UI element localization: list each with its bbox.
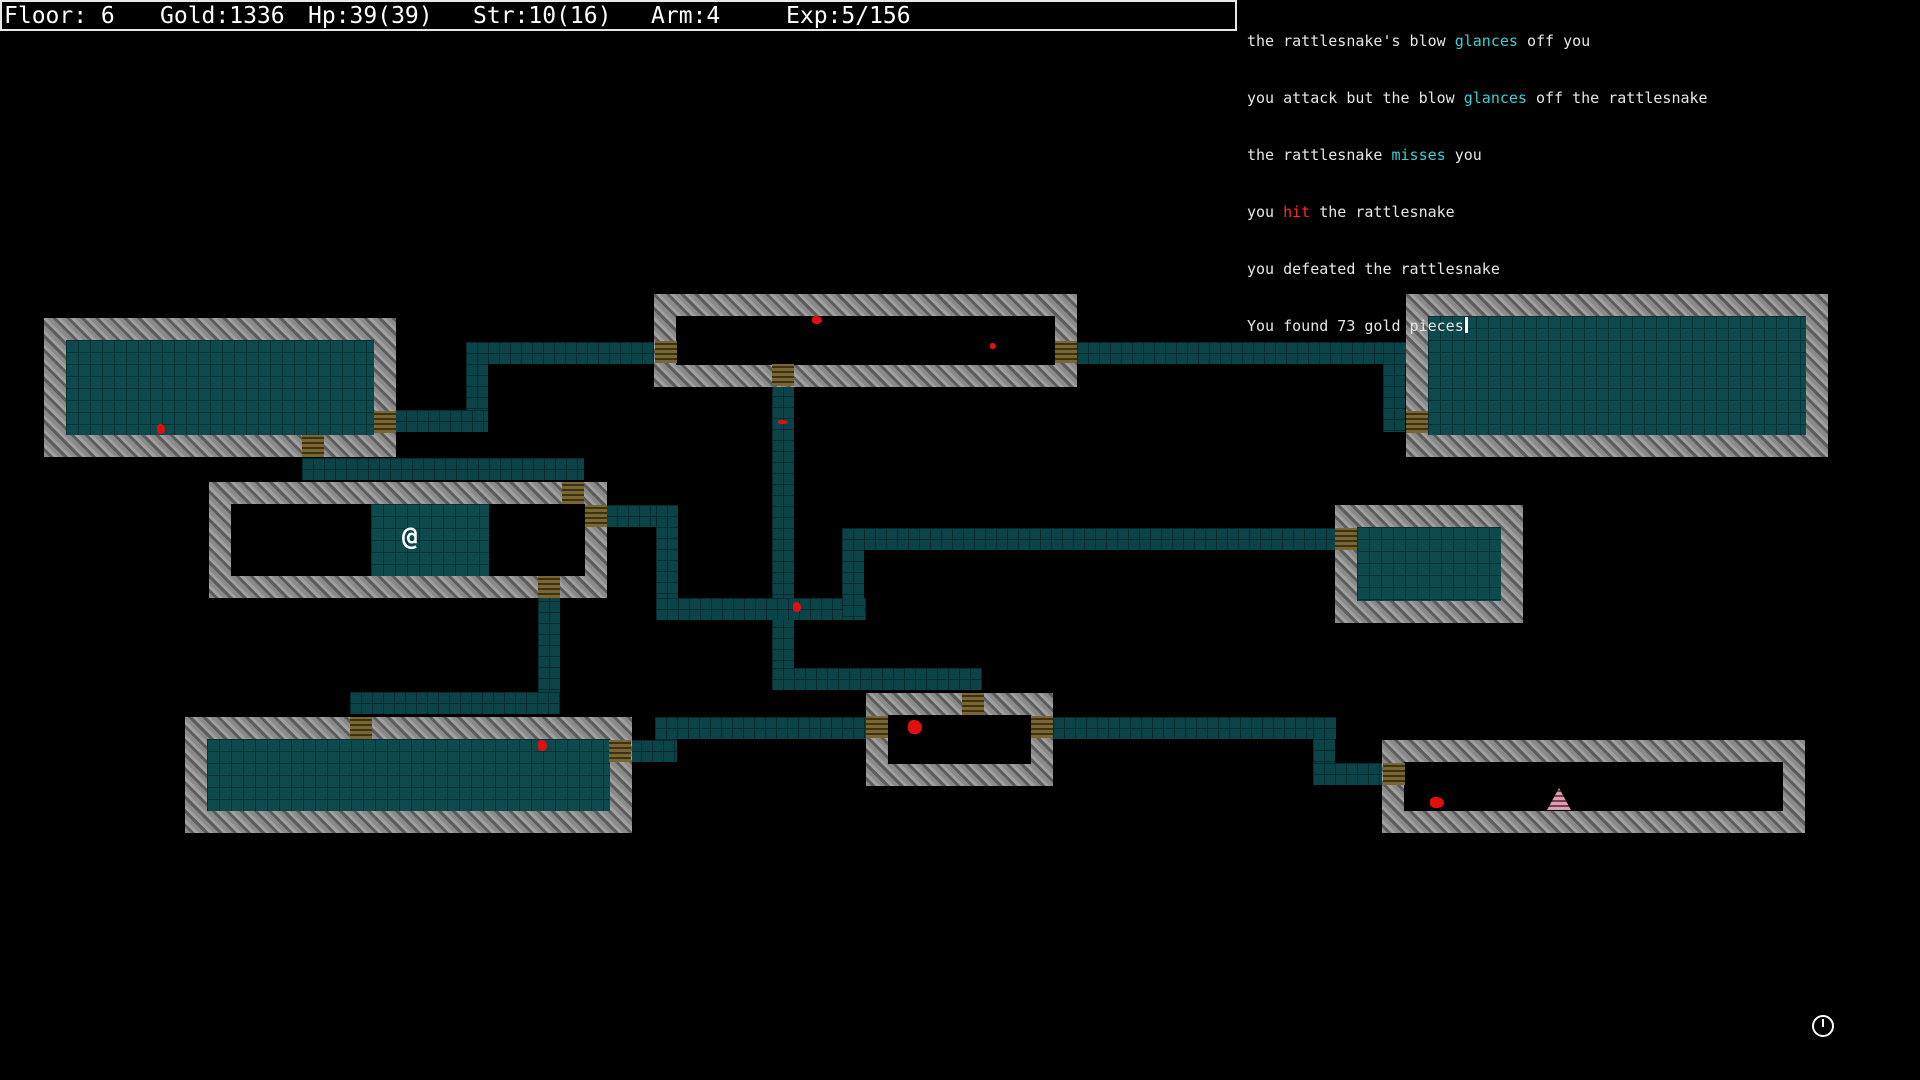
corridor	[466, 342, 656, 364]
corridor	[1383, 342, 1405, 432]
corridor	[1313, 763, 1383, 785]
arm-stat: Arm:4	[651, 3, 721, 29]
corridor	[655, 717, 867, 739]
hp-stat: Hp:39(39)	[308, 3, 433, 29]
log-line: the rattlesnake's blow glances off you	[1247, 32, 1591, 50]
log-line: you hit the rattlesnake	[1247, 203, 1455, 221]
room-floor	[371, 504, 489, 576]
door	[1031, 716, 1053, 738]
player-character: @	[402, 522, 418, 552]
room-bottom-left	[185, 717, 632, 833]
room-floor	[66, 340, 374, 435]
door	[1055, 341, 1077, 363]
str-stat: Str:10(16)	[473, 3, 612, 29]
door	[1335, 528, 1357, 550]
text-cursor	[1464, 317, 1468, 333]
clock-icon[interactable]	[1812, 1015, 1834, 1037]
door	[962, 693, 984, 715]
log-line: You found 73 gold pieces	[1247, 317, 1917, 336]
status-bar: Floor: 6 Gold:1336 Hp:39(39) Str:10(16) …	[0, 0, 1237, 31]
door	[350, 717, 372, 739]
room-floor	[207, 739, 610, 811]
corridor	[302, 458, 584, 480]
room-bottom-right	[1382, 740, 1805, 833]
door	[609, 740, 631, 762]
door	[655, 341, 677, 363]
door	[772, 364, 794, 386]
log-line: you defeated the rattlesnake	[1247, 260, 1500, 278]
blood-splatter	[908, 720, 922, 734]
room-top-left	[44, 318, 396, 457]
blood-splatter	[990, 343, 996, 349]
corridor	[656, 505, 678, 620]
room-top-right	[1406, 294, 1828, 457]
gold-stat: Gold:1336	[160, 3, 285, 29]
door	[562, 482, 584, 504]
blood-splatter	[538, 740, 547, 751]
room-bottom-middle	[866, 693, 1053, 786]
corridor	[538, 590, 560, 700]
log-line: you attack but the blow glances off the …	[1247, 89, 1708, 107]
message-log: the rattlesnake's blow glances off you y…	[1247, 0, 1917, 355]
room-mid-right	[1335, 505, 1523, 623]
corridor	[1077, 342, 1407, 364]
corridor	[1053, 717, 1336, 739]
exp-stat: Exp:5/156	[786, 3, 911, 29]
floor-stat: Floor: 6	[4, 3, 115, 29]
room-top-middle	[654, 294, 1077, 387]
corridor	[772, 668, 982, 690]
corridor	[842, 528, 1335, 550]
room-floor	[1357, 527, 1501, 601]
corridor	[466, 342, 488, 432]
corridor	[772, 385, 794, 685]
door	[585, 505, 607, 527]
corridor	[350, 692, 560, 714]
door	[1383, 763, 1405, 785]
door	[538, 576, 560, 598]
blood-splatter	[793, 602, 801, 612]
corridor	[395, 410, 488, 432]
door	[374, 411, 396, 433]
corridor	[842, 528, 864, 620]
blood-splatter	[812, 316, 822, 324]
blood-splatter	[1430, 797, 1444, 808]
door	[1406, 411, 1428, 433]
log-line: the rattlesnake misses you	[1247, 146, 1482, 164]
blood-splatter	[778, 420, 788, 424]
blood-splatter	[157, 424, 165, 434]
room-floor	[1428, 316, 1806, 435]
corridor	[630, 740, 677, 762]
door	[866, 716, 888, 738]
door	[302, 435, 324, 457]
corridor	[656, 598, 866, 620]
